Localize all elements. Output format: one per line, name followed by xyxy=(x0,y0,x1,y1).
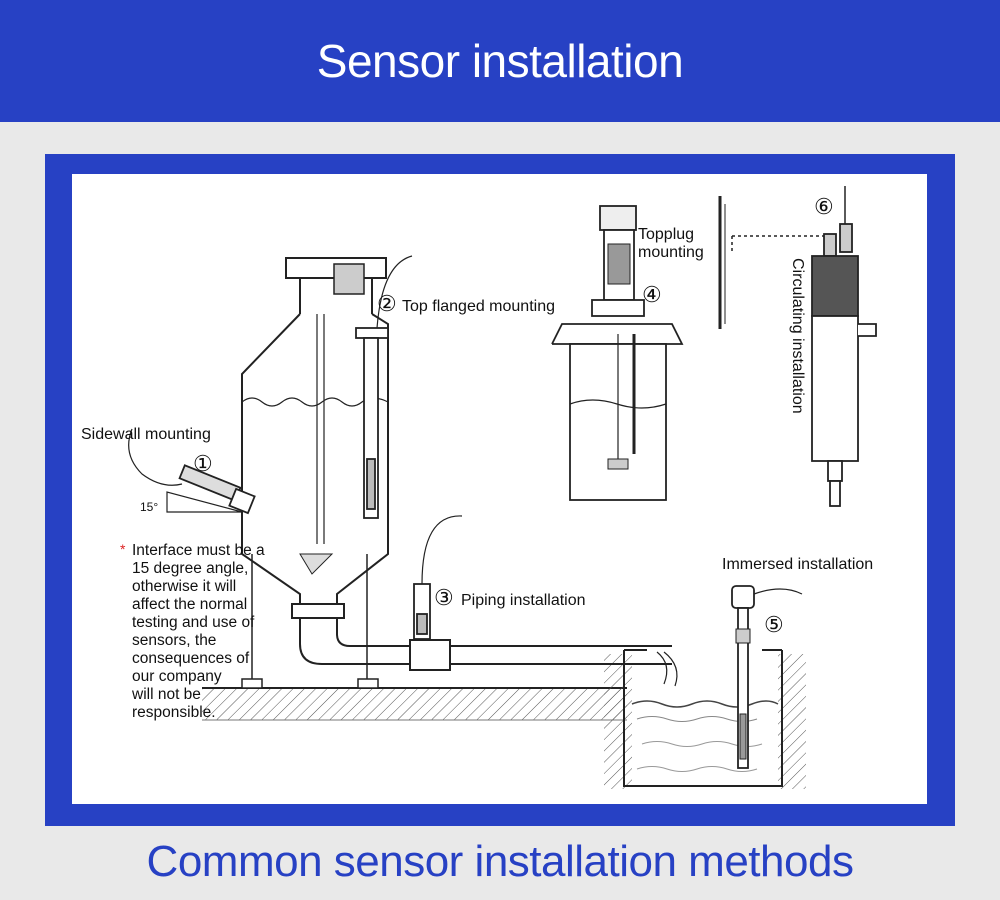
top-flanged-sensor xyxy=(355,255,413,519)
page-title: Sensor installation xyxy=(316,35,684,87)
marker-6: ⑥ xyxy=(814,194,834,219)
marker-2: ② xyxy=(377,291,397,316)
marker-5: ⑤ xyxy=(764,612,784,637)
angle-label: 15° xyxy=(140,500,159,514)
marker-3: ③ xyxy=(434,585,454,610)
marker-4: ④ xyxy=(642,282,662,307)
sidewall-mounting-label: Sidewall mounting xyxy=(81,426,211,443)
note-line: consequences of xyxy=(132,650,250,667)
circulating-label-wrap: Circulating installation xyxy=(786,258,808,428)
installation-diagram: Sidewall mounting ① 15° ② Top flanged mo… xyxy=(72,174,927,804)
note-asterisk: * xyxy=(120,541,126,557)
marker-1: ① xyxy=(193,451,213,476)
immersed-sensor xyxy=(731,585,803,769)
note-line: Interface must be a xyxy=(132,542,265,559)
piping-installation-label: Piping installation xyxy=(461,592,586,609)
circulating-cell xyxy=(731,186,877,507)
note-line: otherwise it will xyxy=(132,578,237,595)
piping-sensor xyxy=(413,515,463,640)
footer-title: Common sensor installation methods xyxy=(146,837,854,886)
topplug-label-line2: mounting xyxy=(638,244,704,261)
water-pit xyxy=(604,649,806,789)
angle-warning-note: * Interface must be a 15 degree angle, o… xyxy=(120,541,322,722)
footer-caption: Common sensor installation methods xyxy=(0,832,1000,892)
top-flanged-label: Top flanged mounting xyxy=(402,298,555,315)
main-tank xyxy=(241,257,389,689)
outlet-pipe xyxy=(299,618,678,687)
ground-hatch xyxy=(202,688,627,720)
immersed-installation-label: Immersed installation xyxy=(722,556,874,573)
topplug-vessel xyxy=(551,196,726,501)
note-line: will not be xyxy=(132,686,201,703)
note-line: 15 degree angle, xyxy=(132,560,249,577)
sidewall-sensor xyxy=(128,428,256,515)
note-line: affect the normal xyxy=(132,596,248,613)
note-line: testing and use of xyxy=(132,614,255,631)
note-line: our company xyxy=(132,668,222,685)
note-line: sensors, the xyxy=(132,632,217,649)
diagram-drawing xyxy=(128,186,877,789)
note-line: responsible. xyxy=(132,704,216,721)
header-banner: Sensor installation xyxy=(0,0,1000,122)
circulating-installation-label: Circulating installation xyxy=(789,258,806,414)
topplug-label-line1: Topplug xyxy=(638,226,695,243)
